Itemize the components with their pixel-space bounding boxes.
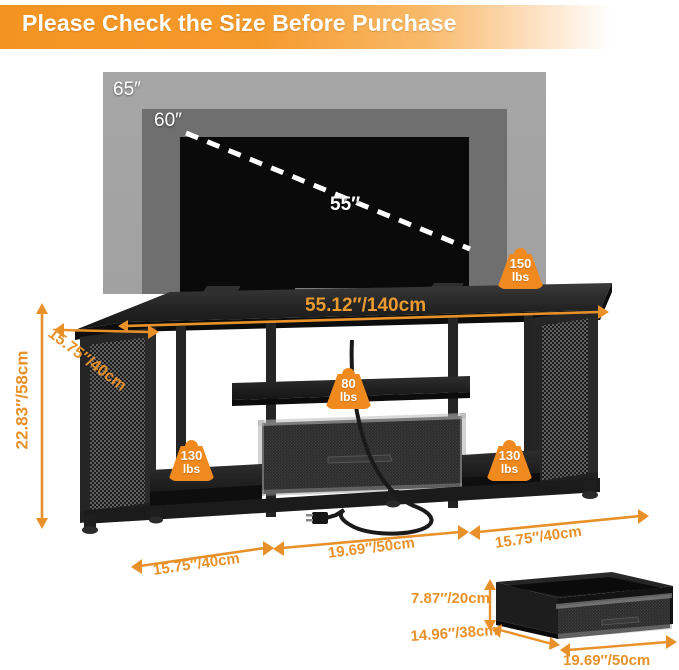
- weight-unit: lbs: [511, 269, 530, 284]
- right-mesh-panel: [538, 312, 592, 487]
- tv-screen-55: [180, 137, 469, 294]
- dimension-height: 22.83″/58cm: [12, 350, 32, 450]
- drawer-inset-handle: [601, 616, 640, 626]
- power-cord: [338, 339, 434, 536]
- weight-value: 80: [341, 376, 356, 391]
- weight-value: 130: [180, 448, 203, 463]
- power-plug: [312, 512, 328, 524]
- tv-outline-60: [142, 109, 507, 294]
- fabric-drawer-front: [262, 416, 462, 494]
- dimension-arrowheads: [36, 303, 649, 574]
- foot-left-front: [82, 526, 98, 534]
- page-title: Please Check the Size Before Purchase: [22, 10, 457, 36]
- drawer-inset-illustration: [484, 572, 677, 657]
- stand-tabletop: [75, 283, 612, 330]
- weight-unit: lbs: [182, 461, 201, 476]
- header-banner: [0, 5, 679, 49]
- bottom-rail: [84, 478, 600, 524]
- dimension-drawer-width: 19.69″/50cm: [563, 652, 651, 669]
- weight-unit: lbs: [339, 389, 358, 404]
- foot-right-front: [582, 491, 598, 499]
- left-mesh-panel: [84, 331, 150, 516]
- weight-value: 150: [509, 256, 532, 271]
- tv-outline-65: [103, 72, 546, 294]
- tv-size-label-55: 55″: [330, 194, 361, 215]
- weight-value: 130: [498, 448, 521, 463]
- drawer-side: [496, 582, 558, 634]
- dimension-width-top: 55.12″/140cm: [305, 295, 427, 316]
- weight-unit: lbs: [500, 461, 519, 476]
- tv-size-label-60: 60″: [154, 110, 182, 131]
- dimension-arrows: [40, 310, 641, 568]
- tv-diagonal-line: [185, 130, 471, 252]
- dimension-drawer-height: 7.87″/20cm: [411, 590, 490, 607]
- drawer-handle: [327, 454, 393, 464]
- tv-size-label-65: 65″: [113, 79, 141, 100]
